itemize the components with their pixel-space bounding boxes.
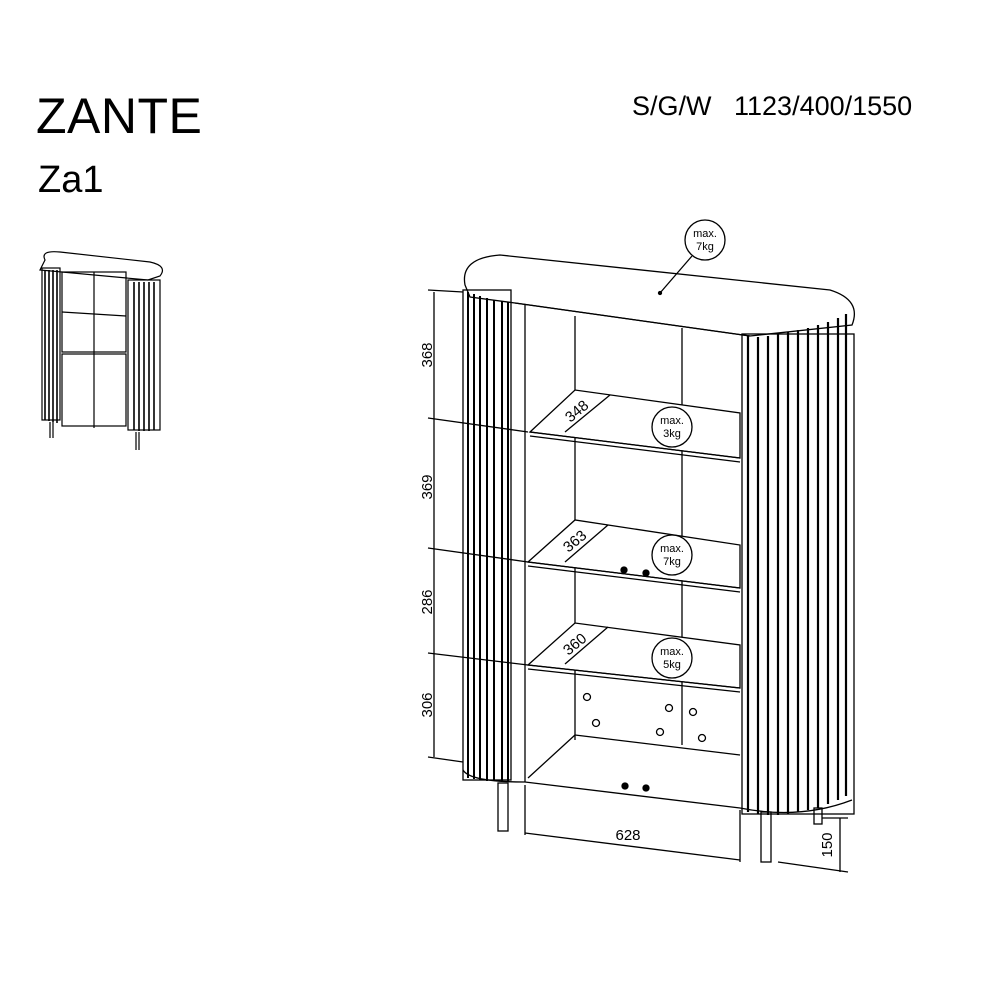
dim-368: 368: [419, 342, 436, 367]
dim-286: 286: [419, 589, 436, 614]
top-load-line2: 7kg: [696, 241, 714, 253]
dimensions-value: 1123/400/1550: [734, 91, 913, 121]
shelf1-load-line1: max.: [660, 415, 684, 427]
product-name: ZANTE: [36, 88, 203, 144]
overall-dimensions: S/G/W 1123/400/1550: [632, 90, 912, 122]
leg-height-150: 150: [819, 832, 836, 857]
dimensions-label: S/G/W: [632, 91, 712, 121]
model-code: Za1: [38, 159, 104, 201]
shelf3-load-line1: max.: [660, 646, 684, 658]
dim-306: 306: [419, 692, 436, 717]
shelf1-load-line2: 3kg: [663, 428, 681, 440]
top-load-line1: max.: [693, 228, 717, 240]
width-dim-628: 628: [615, 827, 640, 844]
shelf3-load-line2: 5kg: [663, 659, 681, 671]
shelf2-load-line2: 7kg: [663, 556, 681, 568]
dim-369: 369: [419, 474, 436, 499]
shelf2-load-line1: max.: [660, 543, 684, 555]
